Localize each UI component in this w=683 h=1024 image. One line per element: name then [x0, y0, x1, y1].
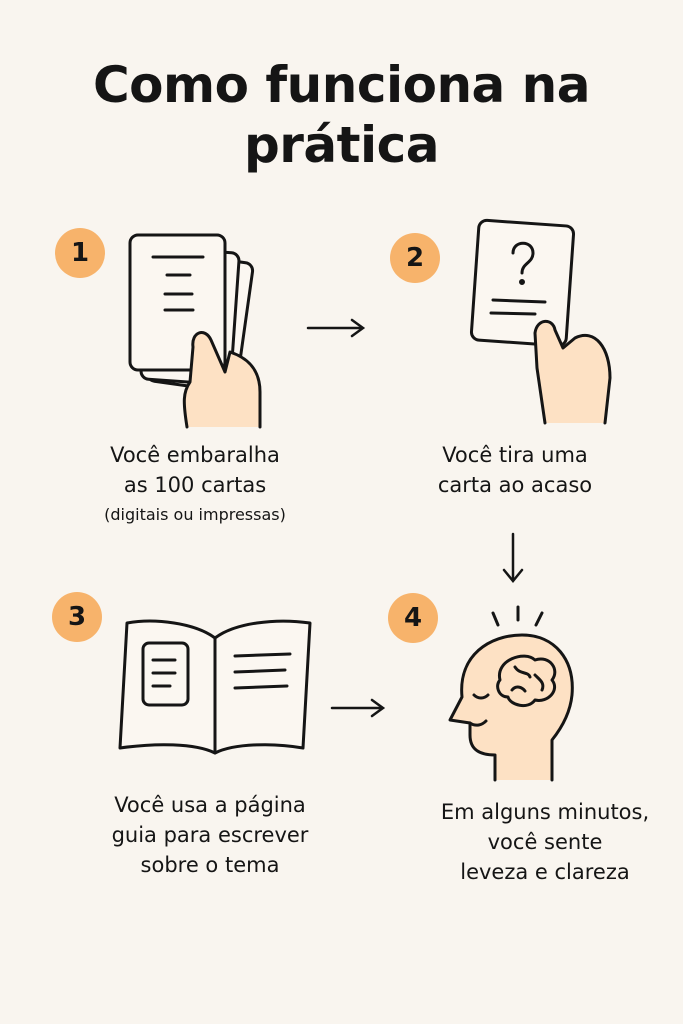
draw-card-hand-icon	[469, 218, 612, 425]
step-1-caption: Você embaralha as 100 cartas (digitais o…	[60, 440, 330, 530]
page-title: Como funciona na prática	[92, 56, 591, 174]
caption-line: Você tira uma	[442, 443, 588, 467]
arrow-right-icon	[306, 318, 366, 338]
caption-line: Em alguns minutos,	[440, 800, 650, 824]
caption-note: (digitais ou impressas)	[104, 505, 286, 524]
calm-head-brain-icon	[448, 605, 574, 782]
step-3-badge: 3	[52, 592, 102, 642]
caption-line: sobre o tema	[140, 853, 280, 877]
step-4-badge: 4	[388, 593, 438, 643]
arrow-down-icon	[502, 532, 524, 583]
caption-line: leveza e clareza	[460, 860, 630, 884]
caption-line: você sente	[487, 830, 603, 854]
caption-line: carta ao acaso	[437, 473, 593, 497]
step-4-caption: Em alguns minutos, você sente leveza e c…	[420, 797, 670, 887]
caption-line: Você embaralha	[110, 443, 280, 467]
open-book-icon	[118, 619, 312, 755]
shuffle-cards-hand-icon	[128, 233, 262, 429]
arrow-right-icon	[330, 698, 386, 718]
caption-line: as 100 cartas	[123, 473, 267, 497]
step-3-caption: Você usa a página guia para escrever sob…	[75, 790, 345, 880]
step-2-caption: Você tira uma carta ao acaso	[385, 440, 645, 500]
step-2-badge: 2	[390, 233, 440, 283]
caption-line: Você usa a página	[114, 793, 306, 817]
caption-line: guia para escrever	[111, 823, 309, 847]
step-1-badge: 1	[55, 228, 105, 278]
